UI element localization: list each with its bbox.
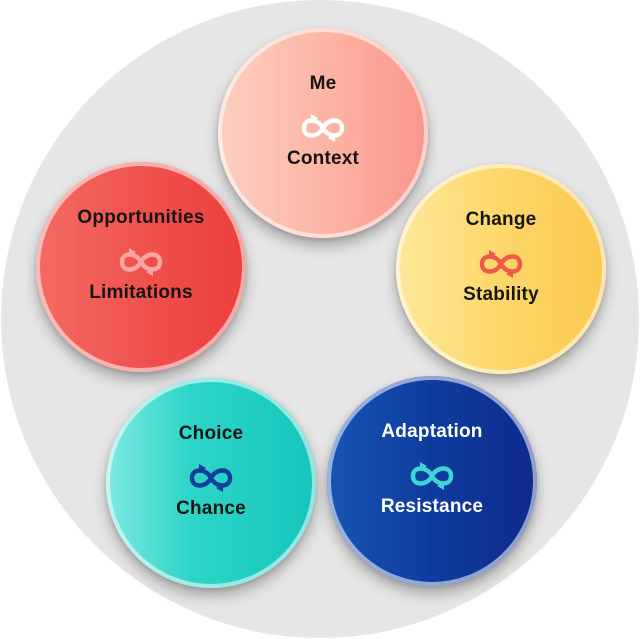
node-top-label: Me [309,73,337,94]
node-rim [218,28,428,238]
infinity-loop-icon [479,250,523,278]
node-bottom-label: Chance [176,498,246,519]
node-adaptation-resistance: Adaptation Resistance [327,376,537,586]
node-top-label: Adaptation [381,421,483,442]
node-rim [327,376,537,586]
node-me-context: Me Context [218,28,428,238]
node-rim [36,162,246,372]
infinity-loop-icon [189,464,233,492]
node-top-label: Choice [178,423,244,444]
node-bottom-label: Stability [463,284,539,305]
node-change-stability: Change Stability [396,164,606,374]
node-choice-chance: Choice Chance [106,378,316,588]
infinity-loop-icon [301,114,345,142]
node-bottom-label: Resistance [380,496,484,517]
node-rim [396,164,606,374]
node-opportunities-limitations: Opportunities Limitations [36,162,246,372]
infinity-loop-icon [410,462,454,490]
node-top-label: Opportunities [77,207,205,228]
node-rim [106,378,316,588]
node-bottom-label: Context [286,148,360,169]
node-bottom-label: Limitations [89,282,193,303]
infinity-loop-icon [119,248,163,276]
node-top-label: Change [465,209,537,230]
